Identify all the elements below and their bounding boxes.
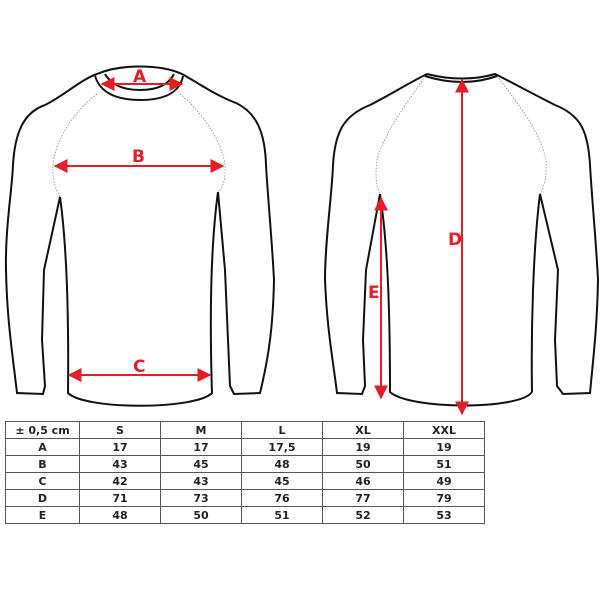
- header-size-xl: XL: [322, 421, 404, 439]
- table-cell: 71: [79, 489, 161, 507]
- row-label: A: [5, 438, 80, 456]
- back-raglan-seams: [375, 75, 547, 195]
- row-label: C: [5, 472, 80, 490]
- label-b: B: [132, 147, 145, 167]
- table-cell: 48: [241, 455, 323, 473]
- row-label: E: [5, 506, 80, 524]
- header-size-m: M: [160, 421, 242, 439]
- shirt-measurement-diagram: A B C D E: [4, 65, 600, 416]
- table-cell: 19: [322, 438, 404, 456]
- table-cell: 52: [322, 506, 404, 524]
- table-row: C 42 43 45 46 49: [5, 472, 485, 490]
- header-size-xxl: XXL: [403, 421, 485, 439]
- table-header-row: ± 0,5 cm S M L XL XXL: [5, 421, 485, 439]
- table-cell: 50: [322, 455, 404, 473]
- label-e: E: [368, 283, 380, 303]
- table-row: A 17 17 17,5 19 19: [5, 438, 485, 456]
- table-cell: 46: [322, 472, 404, 490]
- table-cell: 51: [241, 506, 323, 524]
- table-cell: 48: [79, 506, 161, 524]
- table-cell: 73: [160, 489, 242, 507]
- size-table: ± 0,5 cm S M L XL XXL A 17 17 17,5 19 19…: [5, 421, 485, 524]
- row-label: B: [5, 455, 80, 473]
- table-cell: 49: [403, 472, 485, 490]
- table-cell: 45: [160, 455, 242, 473]
- table-row: E 48 50 51 52 53: [5, 506, 485, 524]
- front-shirt-outline: [4, 65, 276, 407]
- table-cell: 17: [160, 438, 242, 456]
- label-a: A: [133, 67, 147, 87]
- table-cell: 19: [403, 438, 485, 456]
- table-cell: 79: [403, 489, 485, 507]
- table-row: D 71 73 76 77 79: [5, 489, 485, 507]
- header-size-s: S: [79, 421, 161, 439]
- table-cell: 45: [241, 472, 323, 490]
- table-cell: 53: [403, 506, 485, 524]
- table-cell: 43: [160, 472, 242, 490]
- header-size-l: L: [241, 421, 323, 439]
- front-raglan-seams: [52, 93, 226, 198]
- header-tolerance: ± 0,5 cm: [5, 421, 80, 439]
- table-cell: 42: [79, 472, 161, 490]
- table-cell: 51: [403, 455, 485, 473]
- table-cell: 17,5: [241, 438, 323, 456]
- table-cell: 77: [322, 489, 404, 507]
- table-cell: 43: [79, 455, 161, 473]
- label-d: D: [448, 230, 462, 250]
- table-cell: 17: [79, 438, 161, 456]
- label-c: C: [133, 357, 145, 377]
- table-cell: 50: [160, 506, 242, 524]
- row-label: D: [5, 489, 80, 507]
- table-row: B 43 45 48 50 51: [5, 455, 485, 473]
- table-cell: 76: [241, 489, 323, 507]
